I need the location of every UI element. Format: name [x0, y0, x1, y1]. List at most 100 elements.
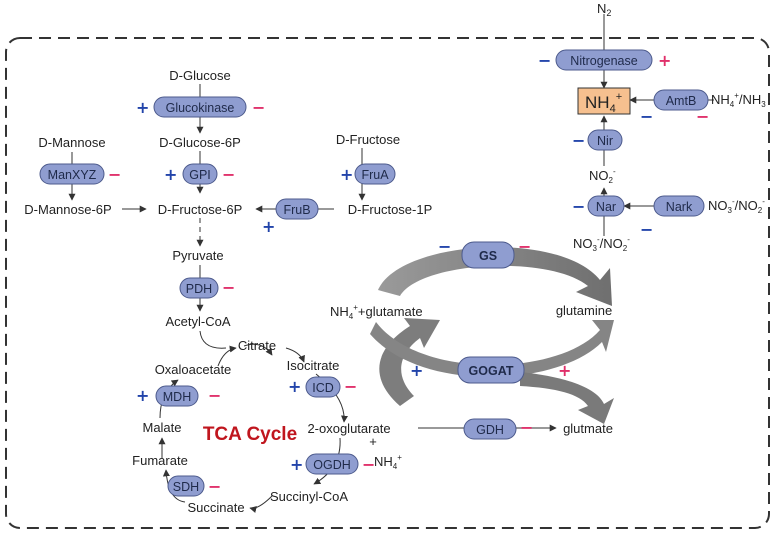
svg-text:FruB: FruB — [283, 203, 310, 217]
nark-minus: − — [640, 220, 653, 239]
nar-minus: − — [572, 197, 585, 216]
d-fructose-1p-label: D-Fructose-1P — [348, 202, 433, 217]
succinate-label: Succinate — [187, 500, 244, 515]
d-fructose-6p-label: D-Fructose-6P — [158, 202, 243, 217]
cell-boundary — [5, 37, 770, 529]
d-mannose-6p-label: D-Mannose-6P — [24, 202, 111, 217]
svg-text:GDH: GDH — [476, 423, 504, 437]
enzyme-frub: FruB — [275, 198, 319, 220]
nitrogenase-plus: + — [658, 51, 671, 70]
svg-text:FruA: FruA — [361, 168, 389, 182]
succinyl-coa-label: Succinyl-CoA — [270, 489, 348, 504]
svg-text:SDH: SDH — [173, 480, 199, 494]
gs-minus-right: − — [518, 237, 531, 256]
n2-label: N2 — [597, 1, 611, 18]
acetyl-coa-label: Acetyl-CoA — [165, 314, 230, 329]
frub-plus: + — [262, 217, 275, 236]
enzyme-sdh: SDH — [167, 475, 205, 497]
icd-minus: − — [344, 377, 357, 396]
isocitrate-label: Isocitrate — [287, 358, 340, 373]
glutmate-label: glutmate — [563, 421, 613, 436]
malate-label: Malate — [142, 420, 181, 435]
ogdh-plus: + — [290, 455, 303, 474]
amtb-minus-left: − — [640, 107, 653, 126]
enzyme-ogdh: OGDH — [305, 453, 359, 475]
tca-cycle-label: TCA Cycle — [203, 424, 297, 445]
sdh-minus: − — [208, 477, 221, 496]
enzyme-pills: Glucokinase ManXYZ GPI FruA FruB PDH ICD… — [39, 49, 709, 497]
metabolite-labels: N2 D-Glucose D-Glucose-6P D-Mannose D-Ma… — [24, 1, 766, 515]
svg-text:GPI: GPI — [189, 168, 211, 182]
svg-text:PDH: PDH — [186, 282, 212, 296]
gogat-to-glutamate-arrow — [520, 372, 614, 424]
d-glucose-label: D-Glucose — [169, 68, 230, 83]
gs-gogat-cycle — [370, 247, 614, 424]
gs-minus-left: − — [438, 237, 451, 256]
svg-text:MDH: MDH — [163, 390, 191, 404]
enzyme-gpi: GPI — [182, 163, 218, 185]
mdh-minus: − — [208, 386, 221, 405]
nh4-box-label: NH4+ — [585, 91, 622, 115]
fumarate-label: Fumarate — [132, 453, 188, 468]
no3-no2-nark-label: NO3-/NO2- — [708, 197, 765, 215]
nh4-glutamate-label: NH4++glutamate — [330, 303, 423, 321]
enzyme-manxyz: ManXYZ — [39, 163, 105, 185]
svg-text:Nitrogenase: Nitrogenase — [570, 54, 637, 68]
enzyme-glucokinase: Glucokinase — [153, 96, 247, 118]
svg-text:Nark: Nark — [666, 200, 693, 214]
mdh-plus: + — [136, 386, 149, 405]
svg-text:Nar: Nar — [596, 200, 616, 214]
amtb-minus-right: − — [696, 107, 709, 126]
svg-text:Glucokinase: Glucokinase — [166, 101, 235, 115]
svg-text:OGDH: OGDH — [313, 458, 351, 472]
d-fructose-label: D-Fructose — [336, 132, 400, 147]
enzyme-nitrogenase: Nitrogenase — [555, 49, 653, 71]
gogat-plus-right: + — [558, 361, 571, 380]
svg-text:Nir: Nir — [597, 134, 613, 148]
glycolysis-arrows — [68, 84, 366, 312]
enzyme-icd: ICD — [305, 376, 341, 398]
gpi-minus: − — [222, 165, 235, 184]
pdh-minus: − — [222, 278, 235, 297]
enzyme-pdh: PDH — [179, 277, 219, 299]
enzyme-gdh: GDH — [463, 418, 517, 440]
svg-text:GOGAT: GOGAT — [469, 364, 514, 378]
enzyme-gogat: GOGAT — [457, 356, 525, 384]
enzyme-mdh: MDH — [155, 385, 199, 407]
oxaloacetate-label: Oxaloacetate — [155, 362, 232, 377]
regulation-signs: + − − + − + + − + − + − + − − − + − − − … — [108, 51, 709, 496]
enzyme-nar: Nar — [587, 195, 625, 217]
citrate-label: Citrate — [238, 338, 276, 353]
pyruvate-label: Pyruvate — [172, 248, 223, 263]
svg-text:ManXYZ: ManXYZ — [48, 168, 97, 182]
svg-text:ICD: ICD — [312, 381, 334, 395]
enzyme-nir: Nir — [587, 129, 623, 151]
gogat-arc-arrow — [370, 320, 614, 378]
gpi-plus: + — [164, 165, 177, 184]
enzyme-gs: GS — [461, 241, 515, 269]
nitrogenase-minus-left: − — [538, 51, 551, 70]
svg-text:AmtB: AmtB — [666, 94, 697, 108]
d-mannose-label: D-Mannose — [38, 135, 105, 150]
gs-arc-arrow — [378, 247, 612, 306]
frua-plus: + — [340, 165, 353, 184]
enzyme-nark: Nark — [653, 195, 705, 217]
glucokinase-plus: + — [136, 98, 149, 117]
no3-no2-bottom-label: NO3-/NO2- — [573, 235, 630, 253]
nh4-ogdh-label: NH4+ — [374, 453, 402, 471]
no2-label: NO2- — [589, 167, 616, 185]
nir-minus: − — [572, 131, 585, 150]
svg-text:GS: GS — [479, 249, 497, 263]
glutamine-label: glutamine — [556, 303, 612, 318]
gdh-minus: − — [520, 418, 533, 437]
manxyz-minus: − — [108, 165, 121, 184]
nh4-box — [577, 87, 631, 115]
gogat-plus: + — [410, 361, 423, 380]
enzyme-amtb: AmtB — [653, 89, 709, 111]
icd-plus: + — [288, 377, 301, 396]
glucokinase-minus: − — [252, 98, 265, 117]
nh4-nh3-label: NH4+/NH3 — [711, 91, 766, 109]
two-oxoglutarate-label: 2-oxoglutarate — [307, 421, 390, 436]
